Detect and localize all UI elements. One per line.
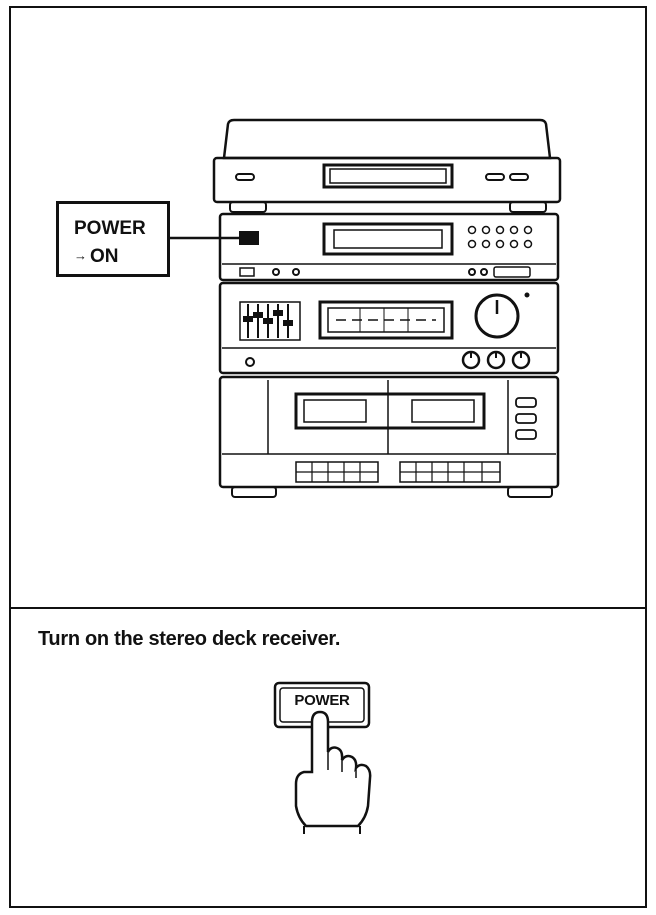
arrow-right-icon: → [74, 248, 87, 263]
amplifier-unit [218, 281, 560, 375]
illustration-frame [9, 6, 647, 908]
callout-line-on-text: ON [90, 246, 119, 267]
callout-line-on: →ON [74, 246, 119, 268]
power-button-label: POWER [294, 692, 350, 709]
instruction-text: Turn on the stereo deck receiver. [38, 628, 341, 650]
section-divider [9, 607, 647, 609]
callout-line-power: POWER [74, 218, 146, 239]
tuner-unit [218, 212, 560, 282]
power-on-callout: POWER →ON [56, 201, 170, 277]
equalizer-sliders [239, 301, 301, 341]
pointing-hand-icon [294, 710, 372, 834]
cassette-deck-unit [218, 375, 560, 498]
turntable-unit [212, 118, 562, 213]
